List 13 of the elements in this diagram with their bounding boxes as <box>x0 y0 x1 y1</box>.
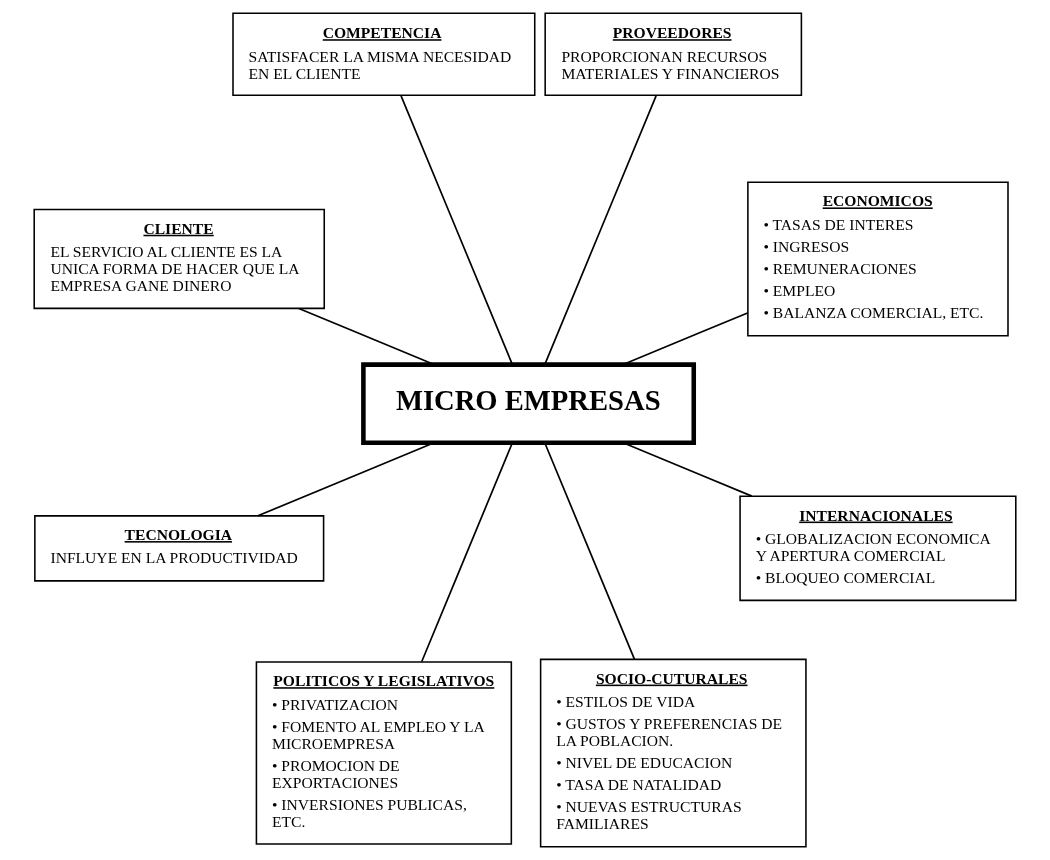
connector <box>543 94 657 366</box>
node-box: POLITICOS Y LEGISLATIVOS • PRIVATIZACION • FOMENTO AL EMPLEO Y LA MICROEMPRESA • PROMOCION DE EXPORTACIONES • INVERSIONES PUBLICAS, ETC. <box>255 661 513 845</box>
connector <box>622 312 749 366</box>
node-box: PROVEEDORES PROPORCIONAN RECURSOS MATERIALES Y FINANCIEROS <box>544 12 803 97</box>
node-box: INTERNACIONALES • GLOBALIZACION ECONOMICA Y APERTURA COMERCIAL • BLOQUEO COMERCIAL <box>739 495 1017 602</box>
connector <box>298 307 435 366</box>
node-box: COMPETENCIA SATISFACER LA MISMA NECESIDAD EN EL CLIENTE <box>232 12 536 97</box>
node-box: TECNOLOGIA INFLUYE EN LA PRODUCTIVIDAD <box>34 515 325 582</box>
node-box: CLIENTE EL SERVICIO AL CLIENTE ES LA UNICA FORMA DE HACER QUE LA EMPRESA GANE DINERO <box>33 208 325 310</box>
connector <box>400 94 514 366</box>
node-box: ECONOMICOS • TASAS DE INTERES • INGRESOS • REMUNERACIONES • EMPLEO • BALANZA COMERCIAL, ETC. <box>747 181 1009 337</box>
node-box: SOCIO-CUTURALES • ESTILOS DE VIDA • GUSTOS Y PREFERENCIAS DE LA POBLACION. • NIVEL DE EDUCACION • TASA DE NATALIDAD • NUEVAS ESTRUCTURAS FAMILIARES <box>539 658 807 848</box>
node-box: MICRO EMPRESAS <box>361 362 697 445</box>
